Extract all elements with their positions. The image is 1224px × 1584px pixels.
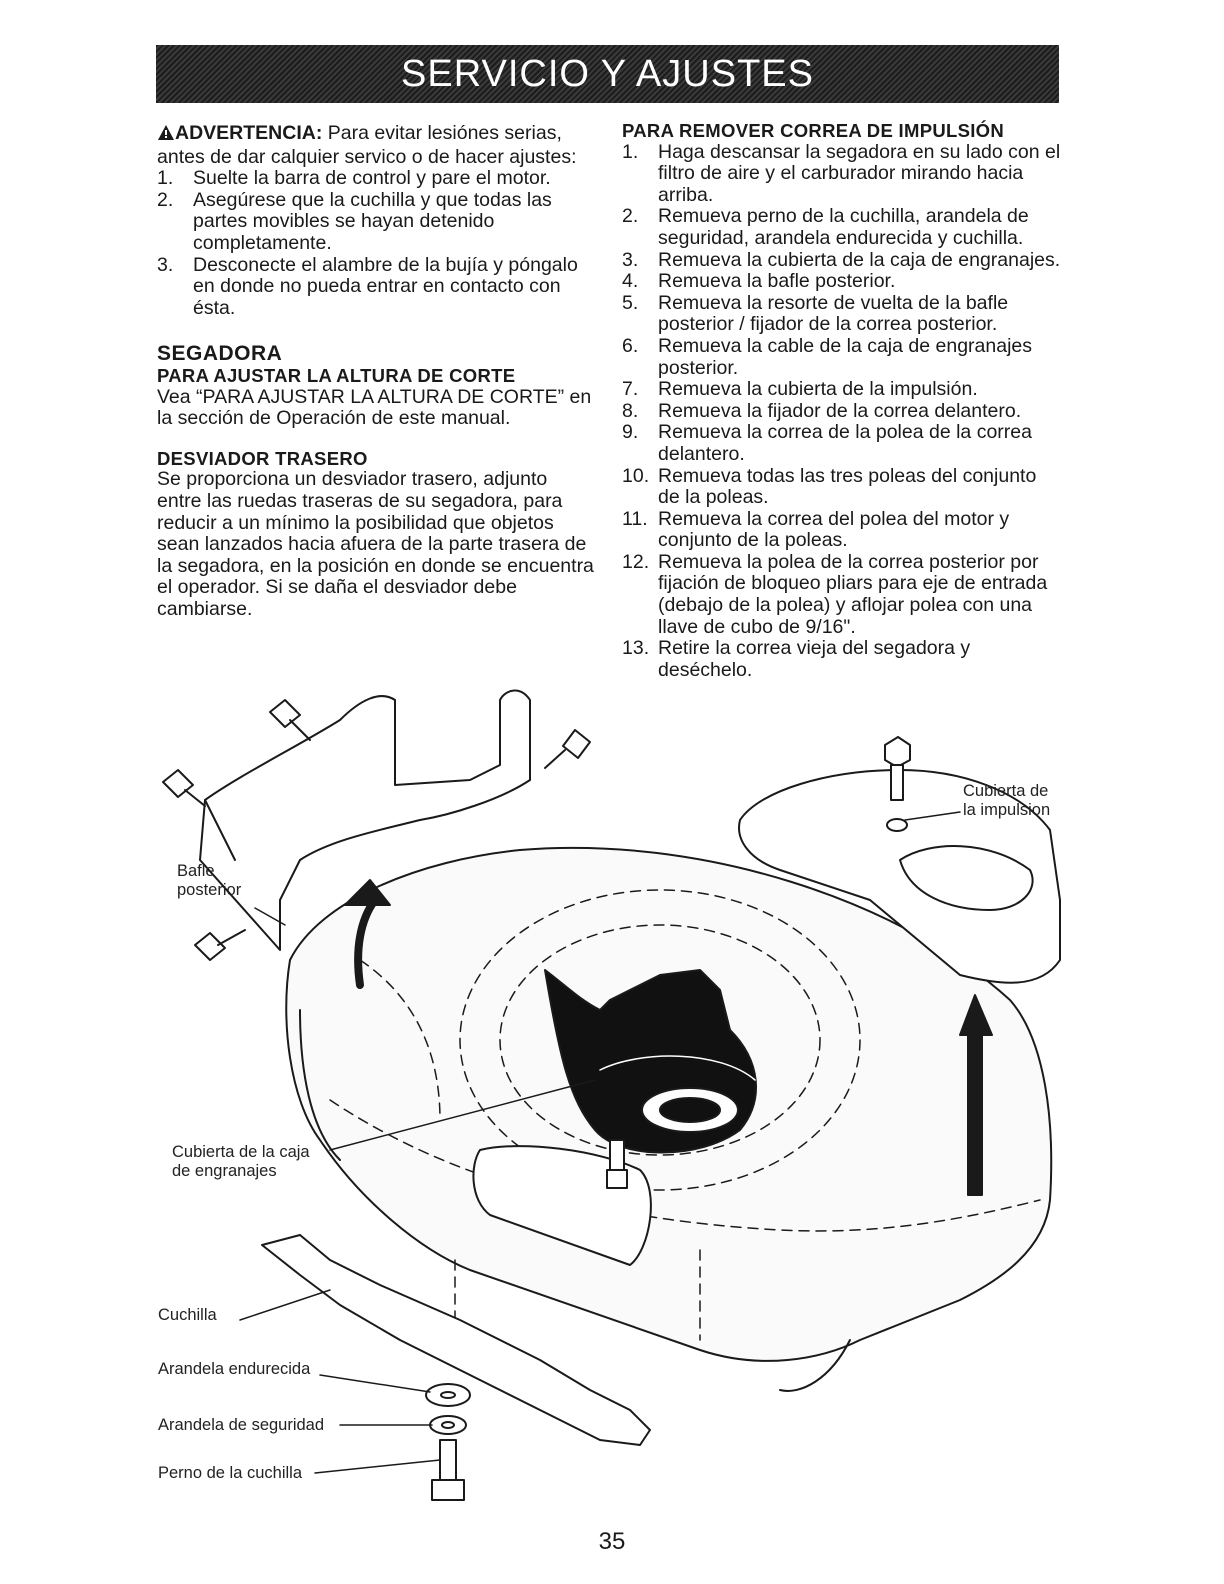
list-item: 11.Remueva la correa del polea del motor… (622, 507, 1010, 552)
label-drive-cover: Cubierta de la impulsion (963, 782, 1051, 819)
list-item: 12.Remueva la polea de la correa posteri… (622, 550, 1048, 638)
belt-heading: PARA REMOVER CORREA DE IMPULSIÓN (622, 120, 1005, 141)
section-banner: SERVICIO Y AJUSTES (156, 45, 1059, 103)
left-column: ADVERTENCIA: Para evitar lesiónes serias… (157, 122, 597, 620)
list-item: 1.Haga descansar la segadora en su lado … (622, 140, 1061, 206)
list-item: 7.Remueva la cubierta de la impulsión. (622, 378, 978, 401)
list-item: 3.Remueva la cubierta de la caja de engr… (622, 248, 1061, 271)
belt-steps: 1.Haga descansar la segadora en su lado … (622, 140, 1062, 682)
label-gearbox-cover: Cubierta de la caja de engranajes (172, 1143, 310, 1180)
page-number: 35 (598, 1528, 626, 1555)
list-item: 13.Retire la correa vieja del segadora y… (622, 637, 971, 681)
list-item: 3.Desconecte el alambre de la bujía y pó… (157, 253, 578, 319)
label-blade-bolt: Perno de la cuchilla (158, 1464, 303, 1482)
list-item: 6.Remueva la cable de la caja de engrana… (622, 334, 1032, 379)
mower-deck-exploded-diagram (162, 689, 1061, 1501)
list-item: 9.Remueva la correa de la polea de la co… (622, 421, 1032, 465)
label-rear-baffle: Bafle posterior (177, 862, 242, 899)
drive-cover (738, 769, 1061, 984)
warning-text: Para evitar lesiónes serias, antes de da… (157, 122, 577, 168)
list-item: 2.Remueva perno de la cuchilla, arandela… (622, 205, 1029, 249)
warning-paragraph: ADVERTENCIA: Para evitar lesiónes serias… (157, 122, 597, 168)
list-item: 2.Asegúrese que la cuchilla y que todas … (157, 188, 552, 254)
label-hardened-washer: Arandela endurecida (158, 1360, 311, 1378)
warning-label: ADVERTENCIA: (175, 122, 323, 144)
page-title: SERVICIO Y AJUSTES (401, 52, 814, 95)
rear-baffle (199, 689, 531, 951)
cut-height-text: Vea “PARA AJUSTAR LA ALTURA DE CORTE” en… (157, 385, 592, 430)
blade (261, 1234, 651, 1446)
list-item: 4.Remueva la bafle posterior. (622, 270, 896, 293)
warning-list: 1.Suelte la barra de control y pare el m… (157, 167, 597, 319)
list-item: 5.Remueva la resorte de vuelta de la baf… (622, 291, 1009, 336)
warning-triangle-icon (157, 124, 175, 147)
label-lock-washer: Arandela de seguridad (158, 1416, 325, 1434)
list-item: 1.Suelte la barra de control y pare el m… (157, 167, 551, 190)
deflector-heading: DESVIADOR TRASERO (157, 447, 368, 469)
deflector-text: Se proporciona un desviador trasero, adj… (157, 468, 594, 620)
cut-height-heading: PARA AJUSTAR LA ALTURA DE CORTE (157, 364, 516, 386)
segadora-heading: SEGADORA (157, 342, 283, 366)
baffle-bolts (162, 699, 591, 961)
right-column: PARA REMOVER CORREA DE IMPULSIÓN 1.Haga … (622, 120, 1062, 681)
label-blade: Cuchilla (158, 1306, 217, 1324)
list-item: 8.Remueva la fijador de la correa delant… (622, 399, 1022, 422)
list-item: 10.Remueva todas las tres poleas del con… (622, 464, 1037, 509)
